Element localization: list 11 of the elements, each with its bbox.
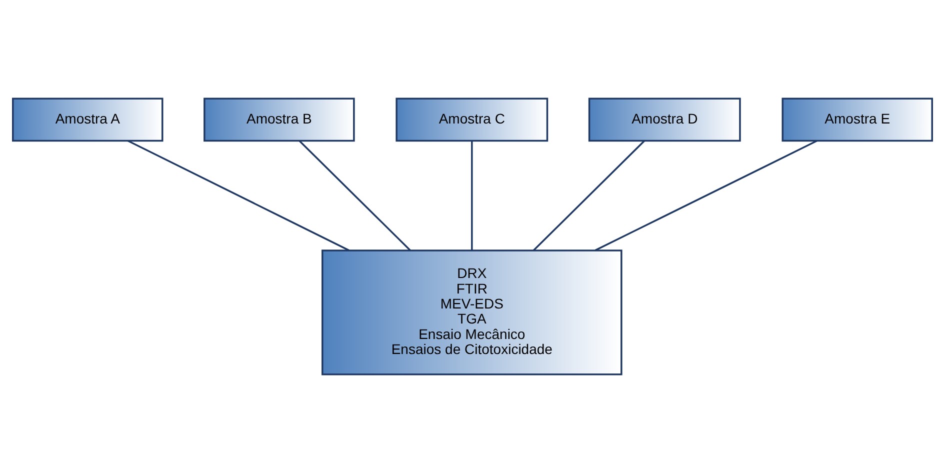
connector: [298, 140, 411, 250]
node-box: Amostra A: [12, 97, 164, 142]
connector: [128, 140, 350, 251]
node-box: Amostra C: [396, 97, 548, 142]
node-box: Amostra D: [588, 97, 741, 142]
node-box: Amostra E: [782, 97, 933, 142]
connector: [594, 140, 818, 251]
connector: [471, 140, 473, 250]
node-box: Amostra B: [204, 97, 355, 142]
node-box: DRX FTIR MEV-EDS TGA Ensaio Mecânico Ensaios de Citotoxicidade: [322, 249, 622, 375]
connector: [532, 140, 645, 250]
